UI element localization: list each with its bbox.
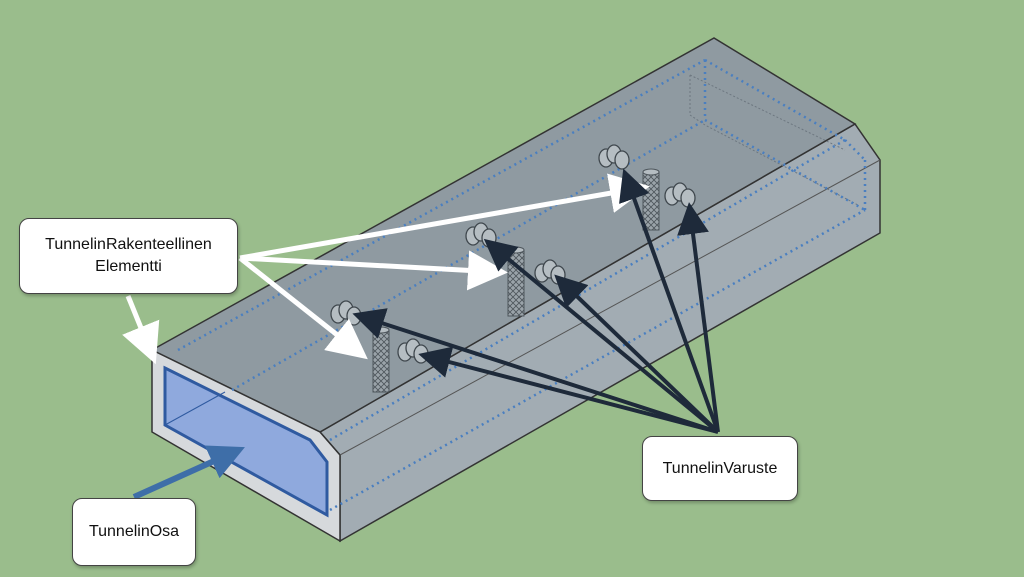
arrow-to-fixture-4 — [554, 274, 720, 434]
equipment-callout: TunnelinVaruste — [642, 436, 798, 501]
arrow-to-column-far — [239, 173, 650, 261]
tunnel-part-arrow — [132, 445, 245, 500]
tunnel-part-label: TunnelinOsa — [88, 523, 180, 541]
arrow-to-fixture-6 — [677, 202, 720, 433]
tunnel-part-callout: TunnelinOsa — [72, 498, 196, 566]
tunnel-inner-outline — [177, 58, 867, 512]
equipment-label: TunnelinVaruste — [662, 459, 778, 477]
fixture-5 — [598, 144, 630, 170]
column-middle — [507, 246, 525, 317]
column-near — [372, 326, 390, 393]
structural-columns — [372, 168, 660, 393]
arrow-to-fixture-1 — [352, 308, 719, 434]
structural-element-label: TunnelinRakenteellinen Elementti — [45, 234, 212, 277]
tunnel-far-end-edges — [689, 74, 859, 206]
arrow-to-fixture-5 — [619, 168, 720, 433]
arrow-to-column-middle — [239, 250, 508, 291]
arrow-to-fixture-3 — [483, 238, 720, 434]
tunnel-opening-inner-edge — [164, 391, 226, 426]
arrow-to-tunnel-end — [122, 295, 160, 365]
arrow-to-column-near — [238, 256, 368, 360]
structural-element-arrows — [122, 173, 650, 365]
tunnel-floor-edge — [319, 431, 341, 456]
equipment-arrows — [352, 168, 720, 434]
column-far — [642, 168, 660, 231]
structural-element-label-line2: Elementti — [95, 258, 162, 275]
tunnel-side-top-edge — [339, 159, 881, 456]
arrow-to-fixture-2 — [418, 346, 719, 434]
tunnel-opening — [163, 365, 329, 518]
structural-element-label-line1: TunnelinRakenteellinen — [45, 236, 212, 254]
structural-element-callout: TunnelinRakenteellinen Elementti — [19, 218, 238, 294]
